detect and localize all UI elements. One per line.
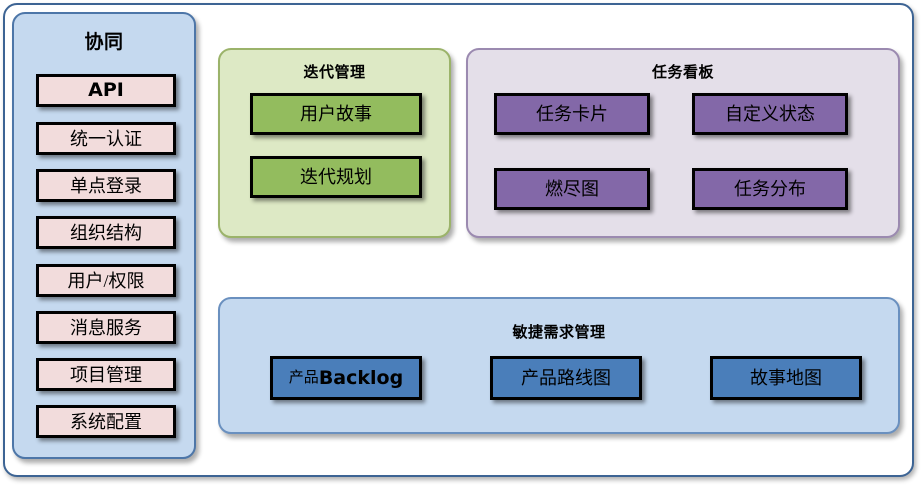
sidebar-item-sys-config[interactable]: 系统配置 <box>36 405 176 438</box>
taskboard-item-task-dist[interactable]: 任务分布 <box>692 168 848 210</box>
iteration-panel-title: 迭代管理 <box>303 63 366 81</box>
collaboration-panel-title: 协同 <box>84 31 124 53</box>
agile-item-story-map[interactable]: 故事地图 <box>710 356 862 400</box>
sidebar-item-api[interactable]: API <box>36 74 176 107</box>
iteration-item-user-story[interactable]: 用户故事 <box>250 93 422 135</box>
iteration-management-panel[interactable]: 迭代管理 用户故事 迭代规划 <box>218 48 451 238</box>
agile-item-product-roadmap[interactable]: 产品路线图 <box>490 356 642 400</box>
task-board-panel[interactable]: 任务看板 任务卡片 自定义状态 燃尽图 任务分布 <box>466 48 900 238</box>
taskboard-item-task-card[interactable]: 任务卡片 <box>494 93 650 135</box>
taskboard-item-custom-state[interactable]: 自定义状态 <box>692 93 848 135</box>
task-board-panel-title: 任务看板 <box>651 63 714 81</box>
collaboration-panel[interactable]: 协同 API 统一认证 单点登录 组织结构 用户/权限 消息服务 项目管理 系统… <box>12 12 196 459</box>
agile-item-product-backlog-en: Backlog <box>318 366 404 389</box>
sidebar-item-message-svc[interactable]: 消息服务 <box>36 311 176 344</box>
taskboard-item-burndown[interactable]: 燃尽图 <box>494 168 650 210</box>
sidebar-item-user-perms[interactable]: 用户/权限 <box>36 264 176 297</box>
agile-panel-title: 敏捷需求管理 <box>512 323 606 341</box>
iteration-item-sprint-planning[interactable]: 迭代规划 <box>250 156 422 198</box>
sidebar-item-unified-auth[interactable]: 统一认证 <box>36 122 176 155</box>
sidebar-item-org-structure[interactable]: 组织结构 <box>36 216 176 249</box>
sidebar-item-project-mgmt[interactable]: 项目管理 <box>36 358 176 391</box>
sidebar-item-sso[interactable]: 单点登录 <box>36 169 176 202</box>
agile-item-product-backlog-cn: 产品 <box>288 369 319 386</box>
